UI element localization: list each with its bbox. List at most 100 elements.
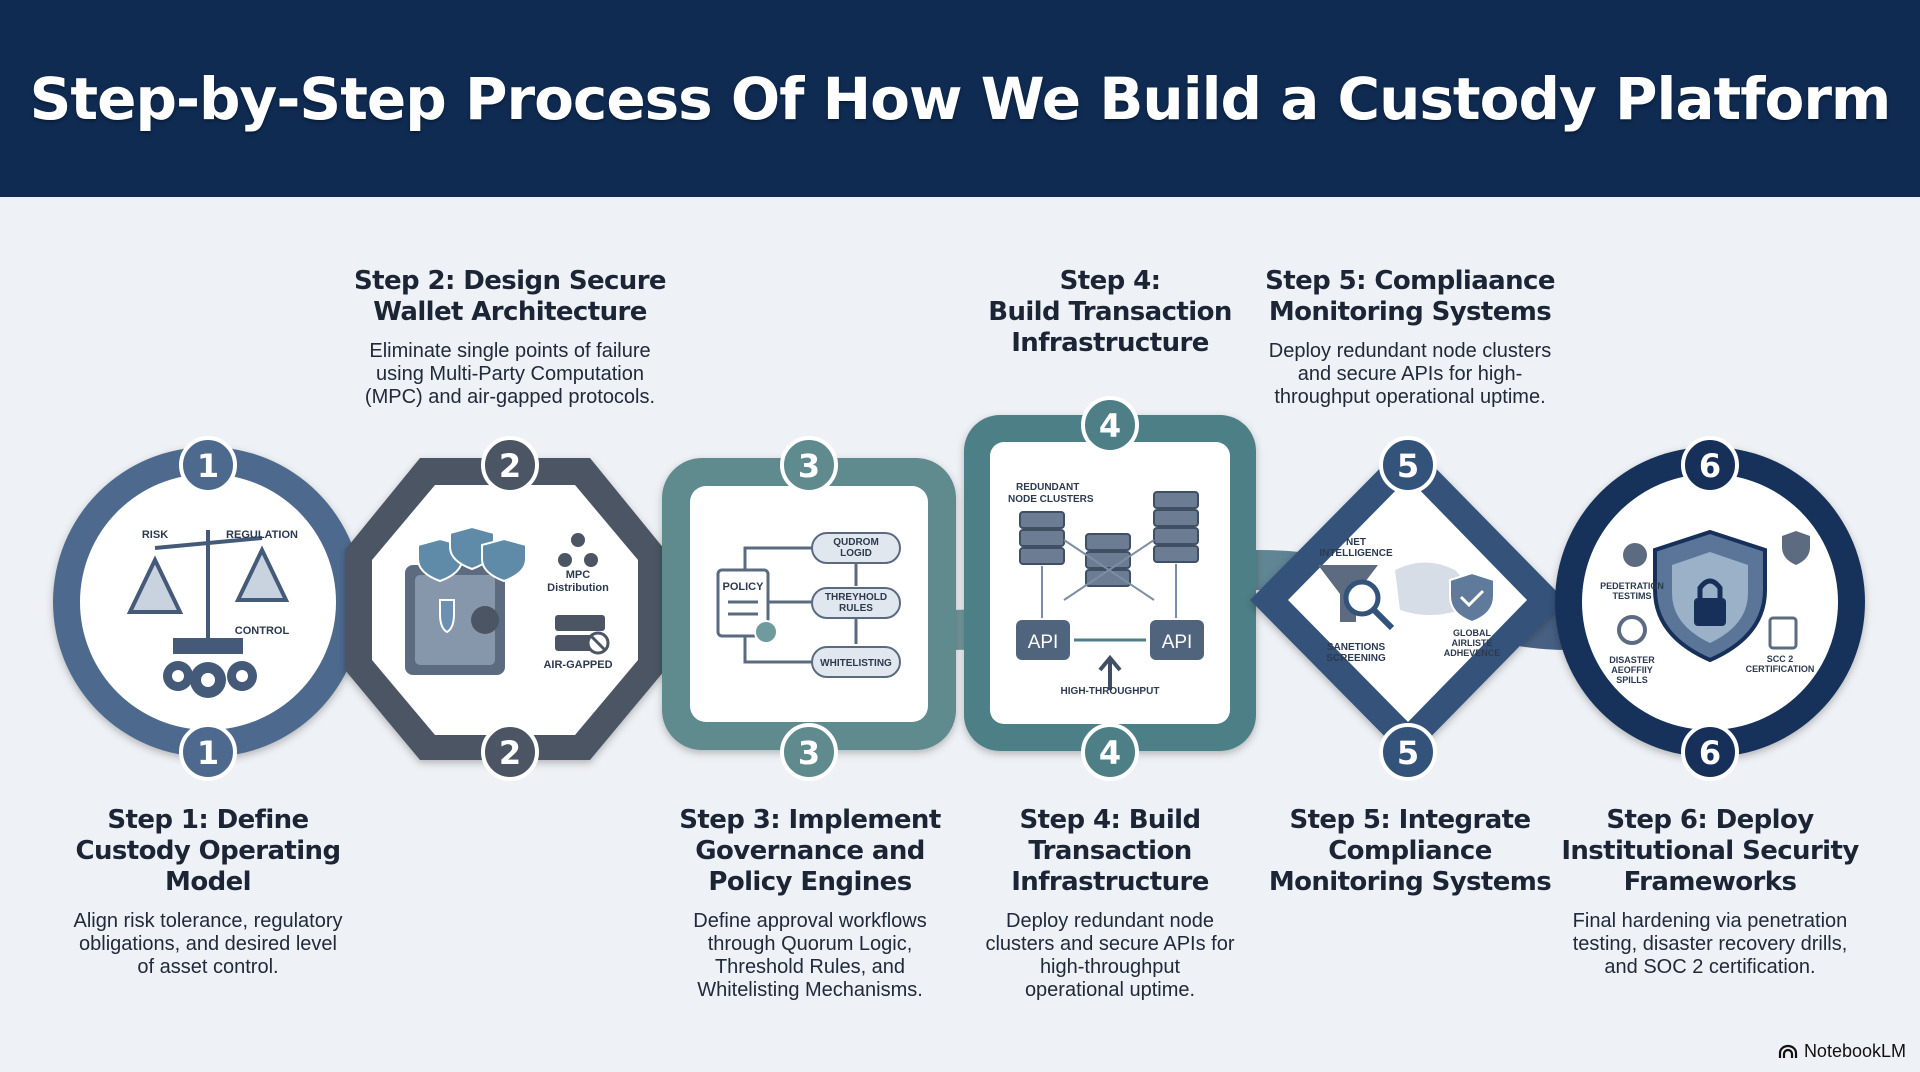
step-1-bottom-text: Step 1: Define Custody Operating Model A… <box>58 805 358 979</box>
step-6-bottom-text: Step 6: Deploy Institutional Security Fr… <box>1545 805 1875 979</box>
check-shield-icon <box>1449 571 1495 624</box>
step-4-bottom-number: 4 <box>1099 734 1121 772</box>
step-4-top-heading: Step 4: Build Transaction Infrastructure <box>988 266 1232 358</box>
quorum-logic-pill <box>811 532 901 564</box>
icon-label-api-right: API <box>1162 632 1193 653</box>
certificate-icon <box>1768 616 1798 650</box>
step-6-bottom-number: 6 <box>1699 734 1721 772</box>
small-shield-icon <box>1782 531 1810 565</box>
header-banner: Step-by-Step Process Of How We Build a C… <box>0 0 1920 197</box>
step-5-bottom-text: Step 5: Integrate Compliance Monitoring … <box>1250 805 1570 898</box>
bug-icon <box>1623 543 1647 567</box>
step-1-description: Align risk tolerance, regulatory obligat… <box>73 910 343 978</box>
connection-lines <box>1041 539 1177 618</box>
step-3-bottom-badge <box>780 723 838 781</box>
scales-icon <box>126 530 290 654</box>
policy-document-icon <box>716 568 778 644</box>
step-3-description: Define approval workflows through Quorum… <box>693 910 927 1001</box>
step-2-top-number: 2 <box>499 447 521 485</box>
step-3-top-badge <box>780 436 838 494</box>
step-5-top-badge <box>1379 436 1437 494</box>
step-4-heading: Step 4: Build Transaction Infrastructure <box>1011 805 1209 897</box>
step-4-description: Deploy redundant node clusters and secur… <box>985 910 1235 1001</box>
step-5-heading: Step 5: Integrate Compliance Monitoring … <box>1268 805 1552 897</box>
recovery-icon <box>1617 615 1647 645</box>
icon-label-risk: RISK <box>142 529 168 541</box>
step-2-heading: Step 2: Design Secure Wallet Architectur… <box>354 266 667 327</box>
step-6-top-badge <box>1681 436 1739 494</box>
notebooklm-logo-icon <box>1778 1044 1798 1058</box>
notebooklm-brand: NotebookLM <box>1778 1041 1906 1062</box>
step-3-bottom-number: 3 <box>798 734 820 772</box>
gears-icon <box>163 661 257 698</box>
vault-icon <box>405 565 505 675</box>
step-1-top-badge <box>179 436 237 494</box>
icon-label-policy: POLICY <box>723 581 765 593</box>
padlock-icon <box>1694 598 1726 626</box>
step-5-top-number: 5 <box>1397 447 1419 485</box>
step-4-bottom-text: Step 4: Build Transaction Infrastructure… <box>960 805 1260 1002</box>
step-2-bottom-number: 2 <box>499 734 521 772</box>
number-badges: 1 1 2 2 3 3 4 4 5 5 6 6 <box>179 396 1739 781</box>
icon-label-regulation: REGULATION <box>226 529 298 541</box>
step-1-top-number: 1 <box>197 447 219 485</box>
step-5-top-text: Step 5: Compliaance Monitoring Systems D… <box>1240 266 1580 409</box>
icon-label-api-left: API <box>1028 632 1059 653</box>
step-4-top-number: 4 <box>1099 407 1121 445</box>
page-title: Step-by-Step Process Of How We Build a C… <box>29 64 1892 133</box>
mpc-nodes-icon <box>558 533 598 567</box>
step-5-bottom-number: 5 <box>1397 734 1419 772</box>
step-5-top-heading: Step 5: Compliaance Monitoring Systems <box>1265 266 1555 327</box>
step-6-description: Final hardening via penetration testing,… <box>1572 910 1848 978</box>
step-4-top-badge <box>1081 396 1139 454</box>
step-6-bottom-badge <box>1681 723 1739 781</box>
step-1-bottom-badge <box>179 723 237 781</box>
threshold-rules-pill <box>811 587 901 619</box>
step-5-top-description: Deploy redundant node clusters and secur… <box>1268 340 1552 408</box>
icon-label-whitelisting: WHITELISTING <box>820 658 892 669</box>
step-3-top-number: 3 <box>798 447 820 485</box>
icon-label-high-throughput: HIGH-THROUGHPUT <box>1061 686 1160 697</box>
world-map-shape <box>1395 562 1467 615</box>
step-2-top-text: Step 2: Design Secure Wallet Architectur… <box>340 266 680 409</box>
icon-label-control: CONTROL <box>235 625 290 637</box>
step-2-description: Eliminate single points of failure using… <box>364 340 656 408</box>
shield-icons <box>417 525 527 583</box>
funnel-search-icon <box>1318 565 1395 631</box>
step-3-heading: Step 3: Implement Governance and Policy … <box>679 805 941 897</box>
step-6-heading: Step 6: Deploy Institutional Security Fr… <box>1561 805 1859 897</box>
step-6-top-number: 6 <box>1699 447 1721 485</box>
flow-arrows <box>743 546 858 664</box>
icon-label-air-gapped: AIR-GAPPED <box>543 659 612 671</box>
step-1-bottom-number: 1 <box>197 734 219 772</box>
brand-label: NotebookLM <box>1803 1041 1906 1061</box>
step-1-shape: RISK REGULATION CONTROL <box>53 447 363 757</box>
step-5-bottom-badge <box>1379 723 1437 781</box>
server-icon <box>555 615 610 655</box>
step-2-bottom-badge <box>481 723 539 781</box>
step-3-bottom-text: Step 3: Implement Governance and Policy … <box>660 805 960 1002</box>
step-4-bottom-badge <box>1081 723 1139 781</box>
whitelisting-pill <box>811 646 901 678</box>
step-1-heading: Step 1: Define Custody Operating Model <box>75 805 342 897</box>
server-stacks-icon <box>1019 491 1199 587</box>
step-2-top-badge <box>481 436 539 494</box>
step-4-top-text: Step 4: Build Transaction Infrastructure <box>960 266 1260 359</box>
api-boxes <box>1016 620 1204 690</box>
